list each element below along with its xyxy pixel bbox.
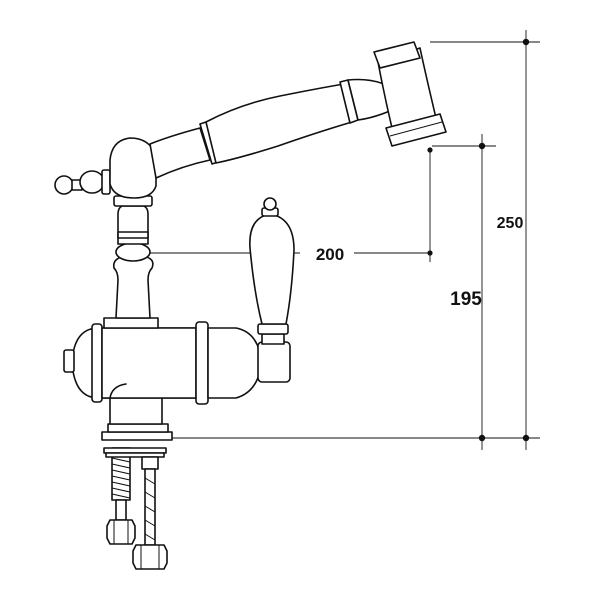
aerator-top-ring (373, 41, 421, 69)
handle-collar (261, 333, 285, 345)
dimension-label-total-height: 250 (497, 215, 524, 232)
hose-braid (144, 477, 156, 541)
handle-collar-ring (257, 323, 289, 335)
base-flange (101, 431, 173, 441)
body-ring-right (195, 321, 209, 405)
hose-fitting (141, 456, 159, 470)
supply-connectors (103, 447, 168, 570)
swivel-ball (109, 137, 157, 199)
body-contour (109, 383, 127, 399)
dimension-lines (118, 30, 540, 450)
lever-handle (249, 197, 295, 383)
spout-head (373, 41, 447, 147)
swivel-head (54, 137, 157, 199)
aerator-outlet-detail (389, 121, 443, 137)
dimension-terminator (478, 434, 486, 442)
spout-arm (149, 78, 393, 179)
dimension-terminator (427, 147, 433, 153)
spout-neck (149, 127, 211, 179)
valve-housing (257, 341, 291, 383)
hex-nut-left (106, 519, 136, 545)
lever-knob (263, 197, 277, 211)
flex-hose-left (115, 499, 127, 521)
dimension-label-reach: 200 (316, 245, 344, 264)
side-knob-collar (101, 169, 111, 195)
side-knob-base (79, 170, 105, 194)
ceramic-lever (249, 213, 295, 325)
aerator-outlet-ring (385, 113, 447, 147)
dimension-terminator (478, 142, 486, 150)
column-collar (103, 317, 159, 329)
column-lower (112, 255, 154, 319)
washer (105, 452, 165, 458)
spout-arm-body (205, 83, 353, 164)
dimension-terminator (427, 250, 433, 256)
body-cap-right (207, 327, 263, 399)
base-ring (107, 423, 169, 433)
body-end-cap (63, 349, 75, 373)
side-knob (54, 175, 74, 195)
dimension-label-outlet-height: 195 (450, 289, 482, 310)
spout-column (103, 195, 159, 329)
body-ring-left (91, 323, 103, 403)
dimension-terminator (522, 38, 530, 46)
faucet-body (63, 321, 263, 441)
column-bulb (115, 242, 151, 262)
column-band (117, 231, 149, 239)
dimension-terminator (522, 434, 530, 442)
hex-nut-right (132, 544, 168, 570)
